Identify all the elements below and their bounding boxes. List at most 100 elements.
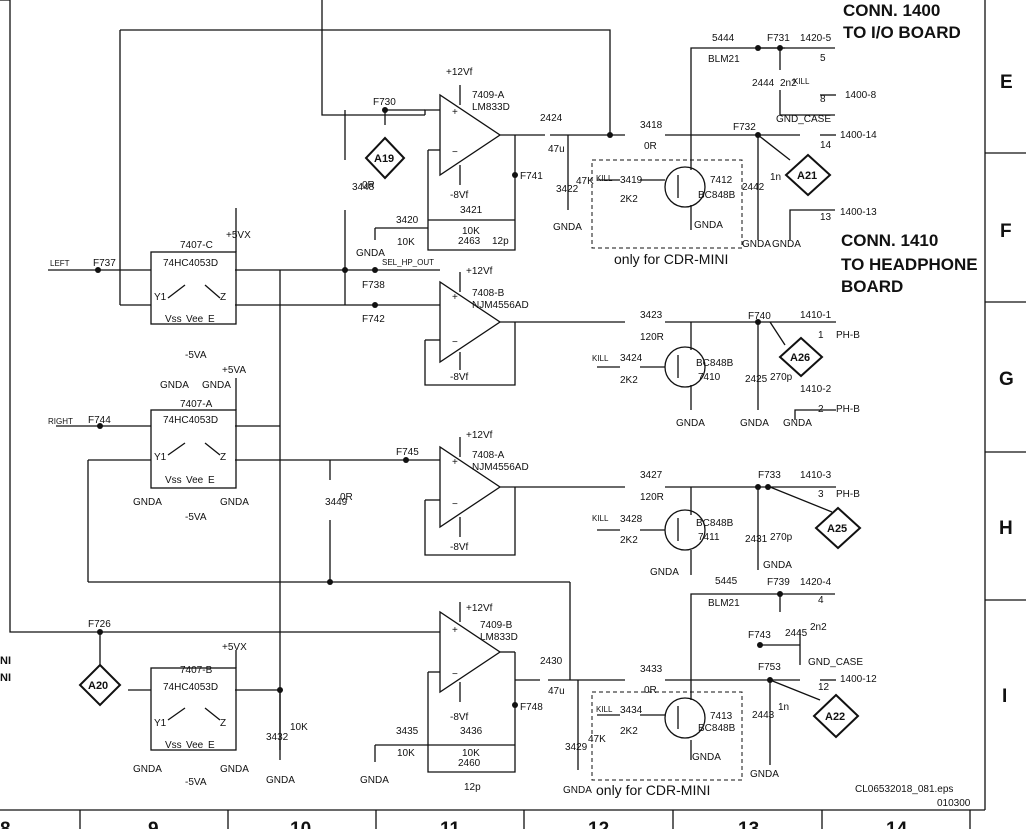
svg-text:BC848B: BC848B xyxy=(698,723,736,734)
svg-text:1n: 1n xyxy=(778,702,789,713)
opamp-7408-b: +− 7408-B NJM4556AD +12Vf -8Vf xyxy=(439,266,529,383)
svg-text:7409-A: 7409-A xyxy=(472,90,505,101)
svg-text:GNDA: GNDA xyxy=(356,248,385,259)
svg-text:2K2: 2K2 xyxy=(620,375,638,386)
svg-text:KILL: KILL xyxy=(596,174,613,183)
svg-text:5445: 5445 xyxy=(715,576,738,587)
svg-text:1410-2: 1410-2 xyxy=(800,384,832,395)
svg-text:F741: F741 xyxy=(520,171,543,182)
offpage-a19: A19 xyxy=(364,136,406,180)
svg-text:F743: F743 xyxy=(748,630,771,641)
svg-text:F740: F740 xyxy=(748,311,771,322)
svg-text:7412: 7412 xyxy=(710,175,733,186)
svg-text:10K: 10K xyxy=(462,226,480,237)
svg-text:3448: 3448 xyxy=(352,182,375,193)
svg-text:+5VX: +5VX xyxy=(222,642,247,653)
svg-text:Z: Z xyxy=(220,292,226,303)
svg-text:2425: 2425 xyxy=(745,374,768,385)
svg-text:1400-12: 1400-12 xyxy=(840,674,877,685)
svg-text:GNDA: GNDA xyxy=(563,785,592,796)
svg-text:7407-C: 7407-C xyxy=(180,240,213,251)
svg-text:+: + xyxy=(452,625,458,636)
svg-text:3421: 3421 xyxy=(460,205,483,216)
offpage-a20: A20 xyxy=(78,663,122,707)
svg-text:PH-B: PH-B xyxy=(836,404,860,415)
transistor-7412: 7412 BC848B xyxy=(664,166,736,208)
col-8: 8 xyxy=(0,819,11,829)
svg-text:7413: 7413 xyxy=(710,711,733,722)
svg-text:7410: 7410 xyxy=(698,372,721,383)
svg-text:2n2: 2n2 xyxy=(780,78,797,89)
svg-text:F745: F745 xyxy=(396,447,419,458)
file-name: CL06532018_081.eps xyxy=(855,784,953,795)
svg-text:BLM21: BLM21 xyxy=(708,598,740,609)
svg-text:2424: 2424 xyxy=(540,113,563,124)
svg-text:KILL: KILL xyxy=(596,705,613,714)
svg-text:7407-A: 7407-A xyxy=(180,399,213,410)
svg-text:1420-4: 1420-4 xyxy=(800,577,832,588)
svg-text:LM833D: LM833D xyxy=(480,632,518,643)
svg-text:Vee: Vee xyxy=(186,740,204,751)
svg-text:GNDA: GNDA xyxy=(202,380,231,391)
svg-text:0R: 0R xyxy=(644,141,657,152)
zone-e: E xyxy=(1000,72,1013,93)
svg-text:CONN. 1410: CONN. 1410 xyxy=(841,231,938,250)
cdr-mini-box-2 xyxy=(591,691,743,781)
svg-text:LEFT: LEFT xyxy=(50,259,70,268)
svg-text:74HC4053D: 74HC4053D xyxy=(163,415,218,426)
svg-text:7409-B: 7409-B xyxy=(480,620,513,631)
svg-text:+12Vf: +12Vf xyxy=(466,430,493,441)
svg-text:5444: 5444 xyxy=(712,33,735,44)
svg-text:2442: 2442 xyxy=(742,182,765,193)
svg-text:BC848B: BC848B xyxy=(698,190,736,201)
svg-text:F738: F738 xyxy=(362,280,385,291)
transistor-7410: BC848B 7410 xyxy=(664,346,734,388)
mux-7407-b: 7407-B 74HC4053D Y1 Vss Vee E Z +5VX -5V… xyxy=(133,642,249,788)
svg-text:-5VA: -5VA xyxy=(185,350,207,361)
svg-text:3419: 3419 xyxy=(620,175,643,186)
svg-text:3434: 3434 xyxy=(620,705,643,716)
zone-i: I xyxy=(1002,686,1007,707)
svg-text:-8Vf: -8Vf xyxy=(450,190,469,201)
svg-text:Vss: Vss xyxy=(165,740,182,751)
svg-text:0R: 0R xyxy=(362,180,375,191)
cdr-mini-box-1 xyxy=(591,159,743,249)
svg-text:A19: A19 xyxy=(374,153,394,165)
svg-text:GNDA: GNDA xyxy=(750,769,779,780)
svg-text:3449: 3449 xyxy=(325,497,348,508)
svg-text:47K: 47K xyxy=(576,176,594,187)
svg-text:3429: 3429 xyxy=(565,742,588,753)
svg-text:KILL: KILL xyxy=(592,514,609,523)
svg-text:3418: 3418 xyxy=(640,120,663,131)
svg-text:4: 4 xyxy=(818,595,824,606)
zone-g: G xyxy=(999,369,1014,390)
offpage-a21: A21 xyxy=(784,153,832,197)
svg-text:8: 8 xyxy=(820,94,826,105)
offpage-a22: A22 xyxy=(812,693,860,739)
svg-text:10K: 10K xyxy=(397,237,415,248)
svg-text:BLM21: BLM21 xyxy=(708,54,740,65)
svg-text:+: + xyxy=(452,457,458,468)
svg-text:+12Vf: +12Vf xyxy=(446,67,473,78)
svg-text:74HC4053D: 74HC4053D xyxy=(163,258,218,269)
edge-text-1: NI xyxy=(0,655,11,667)
svg-text:2K2: 2K2 xyxy=(620,726,638,737)
svg-text:BC848B: BC848B xyxy=(696,518,734,529)
svg-text:A26: A26 xyxy=(790,352,810,364)
column-numbers: 8 9 10 11 12 13 14 xyxy=(0,819,908,829)
svg-text:7411: 7411 xyxy=(698,532,720,543)
svg-text:1410-1: 1410-1 xyxy=(800,310,832,321)
svg-text:47u: 47u xyxy=(548,144,565,155)
svg-text:TO HEADPHONE: TO HEADPHONE xyxy=(841,255,978,274)
svg-text:KILL: KILL xyxy=(592,354,609,363)
svg-text:7408-A: 7408-A xyxy=(472,450,505,461)
svg-text:NJM4556AD: NJM4556AD xyxy=(472,300,529,311)
svg-text:Vss: Vss xyxy=(165,314,182,325)
svg-text:F730: F730 xyxy=(373,97,396,108)
svg-text:3435: 3435 xyxy=(396,726,419,737)
svg-text:-8Vf: -8Vf xyxy=(450,542,469,553)
svg-text:F726: F726 xyxy=(88,619,111,630)
svg-text:2444: 2444 xyxy=(752,78,775,89)
